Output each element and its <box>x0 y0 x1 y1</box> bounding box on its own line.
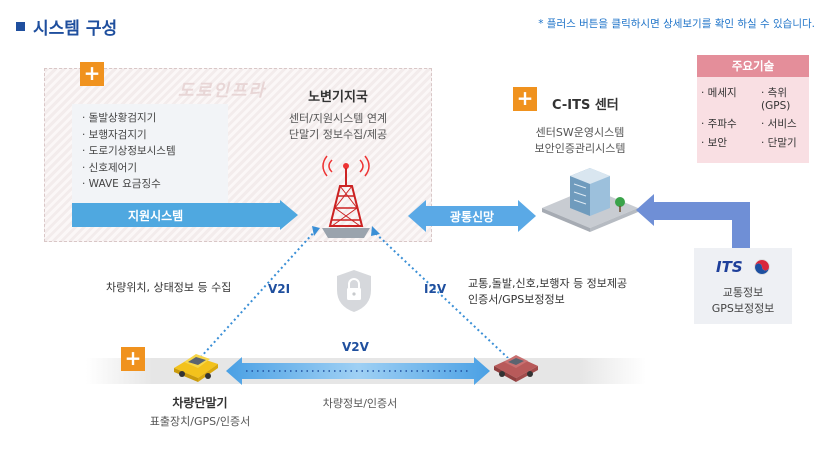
its-logo: ITS <box>716 258 743 276</box>
list-item: · 보행자검지기 <box>82 128 147 141</box>
list-item: · 돌발상황검지기 <box>82 112 157 124</box>
key-tech-title: 주요기술 <box>697 55 809 77</box>
yellow-car-icon <box>174 354 218 382</box>
center-title: C-ITS 센터 <box>552 98 619 113</box>
rse-desc-2: 단말기 정보수집/제공 <box>288 128 388 141</box>
i2v-desc-1: 교통,돌발,신호,보행자 등 정보제공 <box>468 277 628 290</box>
rse-desc-1: 센터/지원시스템 연계 <box>288 112 388 125</box>
support-system-label: 지원시스템 <box>128 208 184 223</box>
key-tech-item: · 주파수 <box>701 118 737 130</box>
page-title: 시스템 구성 <box>33 19 118 39</box>
list-item: · 신호제어기 <box>82 161 137 174</box>
v2v-desc: 차량정보/인증서 <box>322 397 398 410</box>
i2v-label: I2V <box>424 282 447 296</box>
v2i-label: V2I <box>268 282 291 296</box>
notice-text: * 플러스 버튼을 클릭하시면 상세보기를 확인 하실 수 있습니다. <box>538 18 815 30</box>
its-info-box <box>694 248 792 324</box>
its-to-center-arrow <box>636 194 750 248</box>
key-tech-item: · 측위(GPS) <box>761 87 791 112</box>
optical-network-label: 광통신망 <box>449 210 495 224</box>
key-tech-box: 주요기술 · 메세지 · 측위(GPS) · 주파수 · 서비스 · 보안 · … <box>697 55 809 163</box>
rse-title: 노변기지국 <box>308 90 368 105</box>
key-tech-item: · 보안 <box>701 137 727 149</box>
center-plus-button[interactable]: + <box>513 87 537 111</box>
v2v-label: V2V <box>342 340 369 354</box>
center-desc-1: 센터SW운영시스템 <box>535 126 625 139</box>
key-tech-item: · 단말기 <box>761 137 797 149</box>
building-icon <box>542 168 638 232</box>
optical-network-arrow <box>408 200 536 232</box>
page-title-wrap: 시스템 구성 <box>16 14 117 39</box>
v2i-desc: 차량위치, 상태정보 등 수집 <box>106 281 232 294</box>
support-system-arrow: 지원시스템 <box>72 203 280 227</box>
v2v-arrow <box>226 357 490 385</box>
security-lock-icon <box>337 270 371 312</box>
its-desc-1: 교통정보 <box>722 286 764 299</box>
list-item: · WAVE 요금징수 <box>82 178 161 190</box>
vehicle-plus-button[interactable]: + <box>121 347 145 371</box>
key-tech-item: · 메세지 <box>701 87 737 99</box>
its-desc-2: GPS보정정보 <box>711 302 775 315</box>
list-item: · 도로기상정보시스템 <box>82 145 176 157</box>
vehicle-title: 차량단말기 <box>172 396 228 410</box>
infra-plus-button[interactable]: + <box>80 62 104 86</box>
red-car-icon <box>494 355 538 382</box>
road-infra-label: 도로인프라 <box>178 81 267 101</box>
i2v-desc-2: 인증서/GPS보정정보 <box>468 293 565 306</box>
key-tech-item: · 서비스 <box>761 118 797 130</box>
center-desc-2: 보안인증관리시스템 <box>534 142 626 155</box>
rse-tower-icon <box>322 155 370 238</box>
korea-emblem-icon <box>754 259 770 275</box>
title-bullet <box>16 22 25 31</box>
support-system-list: · 돌발상황검지기 · 보행자검지기 · 도로기상정보시스템 · 신호제어기 ·… <box>72 104 228 208</box>
support-arrow-head <box>280 200 298 230</box>
vehicle-desc: 표출장치/GPS/인증서 <box>149 415 251 428</box>
